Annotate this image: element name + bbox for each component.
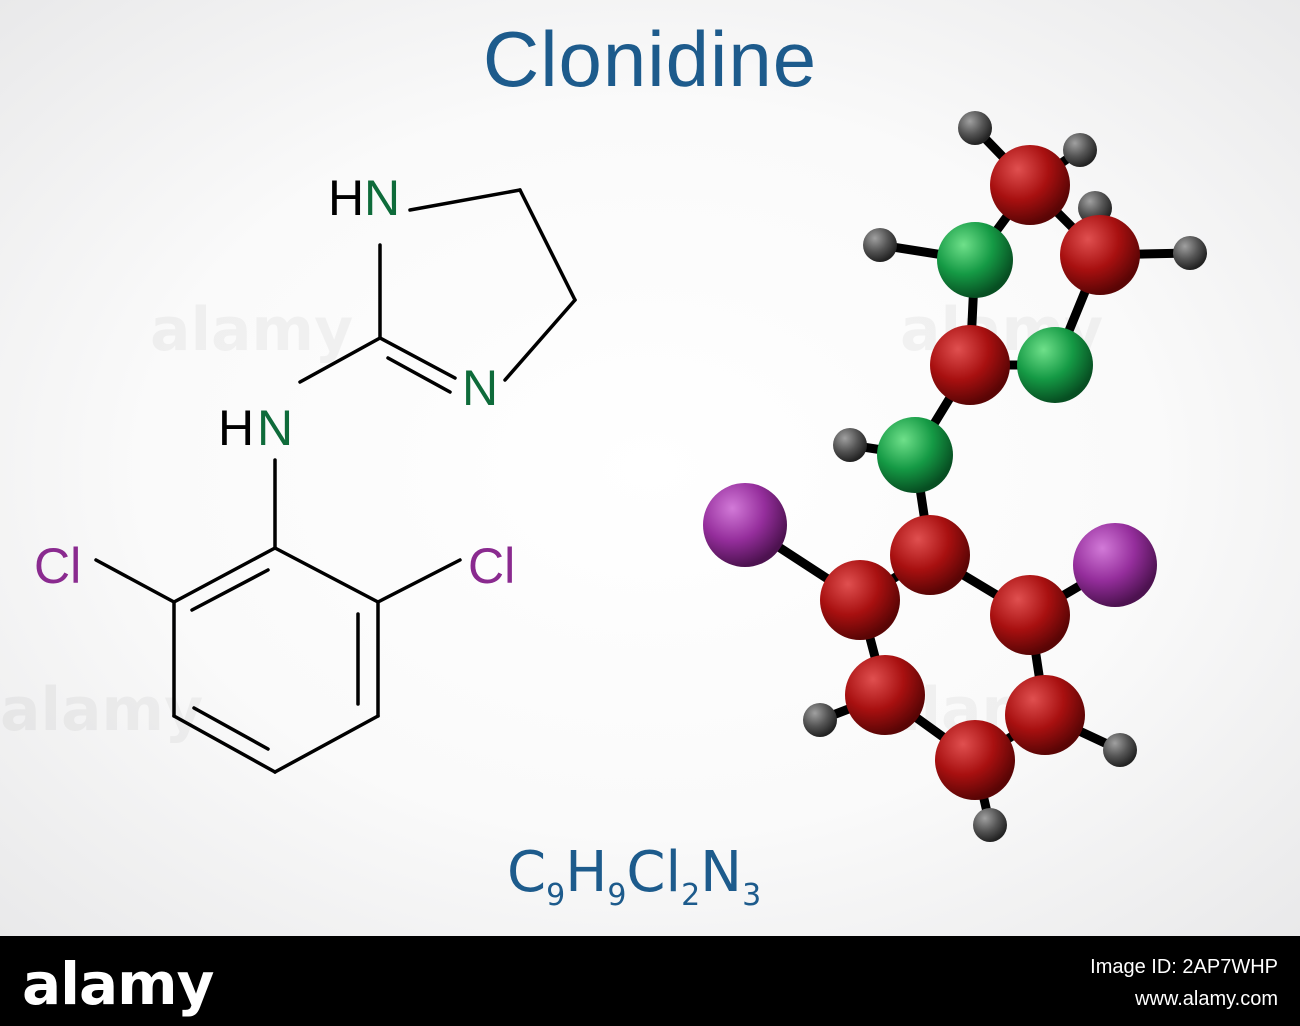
footer-url: www.alamy.com [1135,988,1278,1010]
carbon-atom [890,515,970,595]
hydrogen-atom [803,703,837,737]
nitrogen-label: N [257,400,293,456]
hydrogen-atom [973,808,1007,842]
hydrogen-label: H [218,400,254,456]
formula-count: 9 [607,878,627,913]
image-id: Image ID: 2AP7WHP [1090,956,1278,978]
hydrogen-atom [1173,236,1207,270]
bond-double-inner [386,356,452,394]
formula-count: 9 [546,878,566,913]
carbon-atom [990,575,1070,655]
molecule-title: Clonidine [482,15,818,103]
hydrogen-atom [1063,133,1097,167]
nitrogen-label: N [364,170,400,226]
bond [172,546,277,604]
hydrogen-atom [1103,733,1137,767]
hydrogen-label: H [328,170,364,226]
carbon-atom [820,560,900,640]
bond [172,714,277,774]
bond [408,188,522,212]
carbon-atom [990,145,1070,225]
skeletal-formula: H N N H N Cl Cl [34,170,577,774]
footer-logo: alamy [22,950,214,1018]
formula-count: 3 [742,878,762,913]
bond [298,336,382,384]
chlorine-label: Cl [34,538,81,594]
molecular-formula: C9H9Cl2N3 [507,840,761,913]
chlorine-atom [1073,523,1157,607]
ball-and-stick-model [703,111,1207,842]
bond-double-inner [190,568,270,612]
formula-element: H [565,840,608,905]
formula-element: N [700,840,743,905]
carbon-atom [845,655,925,735]
bond [518,188,577,302]
nitrogen-atom [937,222,1013,298]
carbon-atom [1005,675,1085,755]
carbon-atom [1060,215,1140,295]
bond [376,558,462,604]
illustration-canvas: Clonidine alamy alamy alamy alamy [0,0,1300,936]
hydrogen-atom [833,428,867,462]
bond-double-inner [192,706,270,751]
nitrogen-label: N [462,360,498,416]
watermark-text: alamy [0,675,203,745]
bond [503,298,577,382]
hydrogen-atom [863,228,897,262]
nitrogen-atom [877,417,953,493]
nitrogen-atom [1017,327,1093,403]
formula-count: 2 [681,878,701,913]
carbon-atom [935,720,1015,800]
hydrogen-atom [958,111,992,145]
carbon-atom [930,325,1010,405]
formula-element: Cl [626,840,682,905]
bond [273,714,380,774]
watermark-text: alamy [150,295,353,365]
formula-element: C [507,840,547,905]
bond [94,558,176,604]
bond [273,546,380,604]
chlorine-atom [703,483,787,567]
bond [378,336,457,380]
footer-bar: alamy Image ID: 2AP7WHP www.alamy.com [0,936,1300,1026]
chlorine-label: Cl [468,538,515,594]
